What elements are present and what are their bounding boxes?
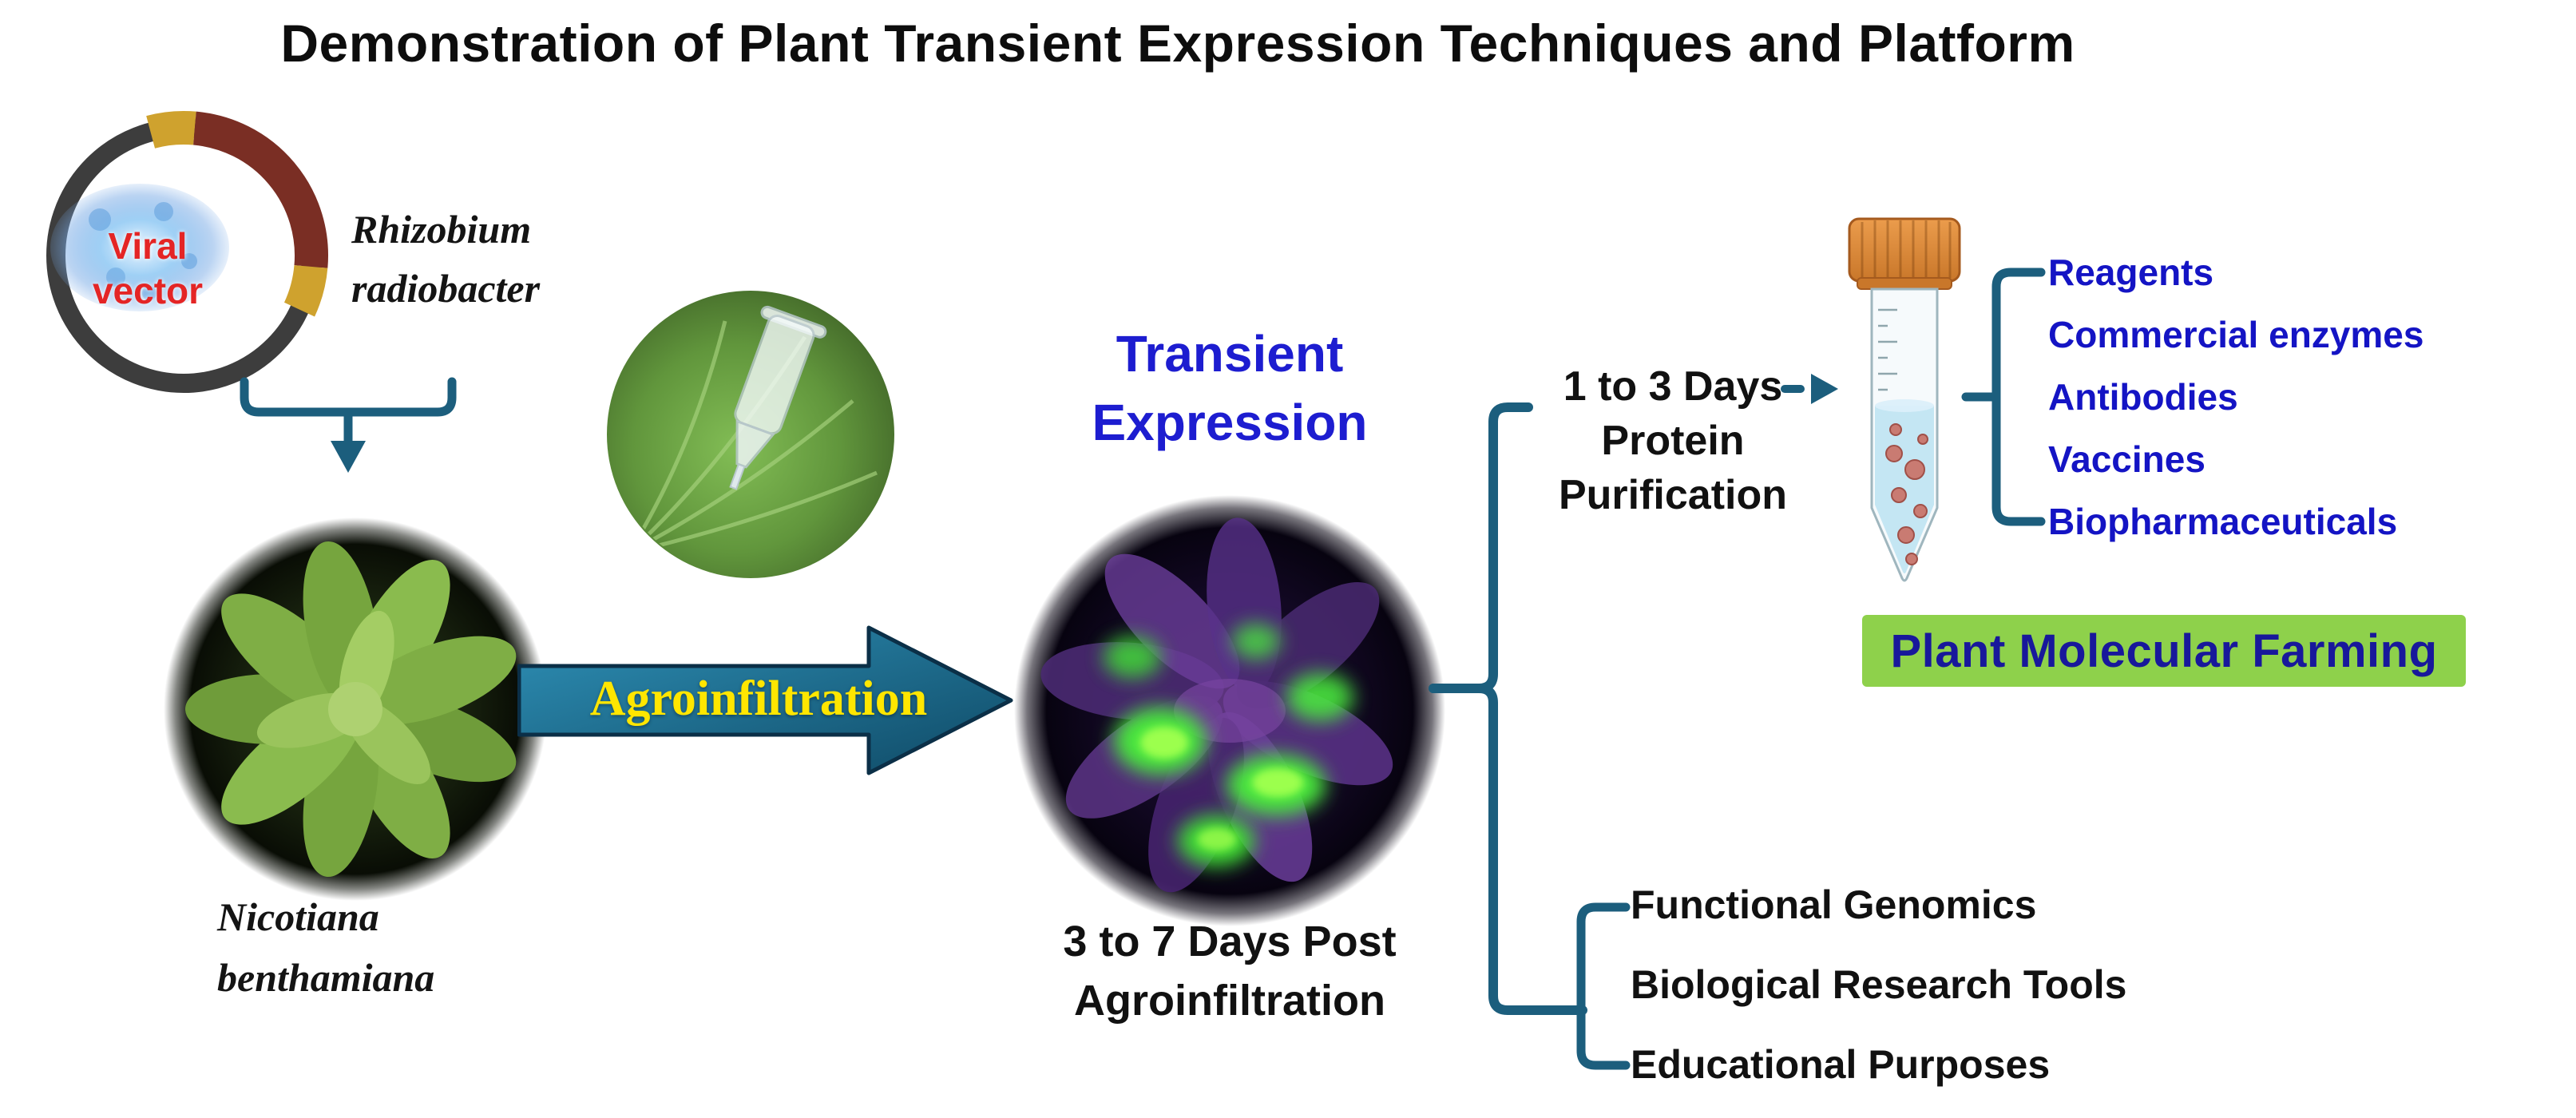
list-item-biopharmaceuticals: Biopharmaceuticals [2048,501,2398,542]
purification-caption: 1 to 3 Days Protein Purification [1537,359,1809,522]
applications-list: Functional Genomics Biological Research … [1631,885,2126,1084]
purification-line1: 1 to 3 Days [1563,363,1783,410]
transient-expression-title: Transient Expression [1022,319,1437,457]
products-list: Reagents Commercial enzymes Antibodies V… [2048,254,2423,540]
viral-vector-label-line1: Viral [108,225,188,267]
agroinfiltration-label: Agroinfiltration [589,672,928,726]
fluorescent-gfp-plant-photo [1014,495,1445,926]
post-agroinfiltration-caption: 3 to 7 Days Post Agroinfiltration [1006,912,1453,1030]
viral-vector-label: Viral vector [48,224,248,313]
tube-cap [1848,217,1961,283]
diagram-title: Demonstration of Plant Transient Express… [280,14,2075,73]
bacterium-label-line1: Rhizobium [351,207,532,252]
host-plant-label: Nicotiana benthamiana [217,886,434,1008]
transient-expression-line2: Expression [1092,394,1368,451]
post-caption-line1: 3 to 7 Days Post [1063,918,1397,965]
nicotiana-plant-photo [164,517,547,901]
list-item-educational-purposes: Educational Purposes [1631,1042,2051,1087]
host-plant-label-line2: benthamiana [217,955,435,1000]
host-plant-label-line1: Nicotiana [217,894,379,939]
splitter-top-branch [1429,402,1533,693]
list-item-vaccines: Vaccines [2048,438,2205,480]
plasmid-insert-segment [192,111,328,268]
centrifuge-tube-icon [1848,217,1961,582]
tube-graduations [1878,308,1897,391]
syringe [729,305,827,490]
viral-vector-plasmid-icon [46,111,328,393]
dashed-arrowhead [1811,374,1838,404]
gfp-glow-spots [1104,624,1353,866]
plant-molecular-farming-banner: Plant Molecular Farming [1862,615,2466,687]
list-item-biological-research-tools: Biological Research Tools [1631,962,2127,1007]
leaf-syringe-infiltration-photo [607,291,894,578]
applications-bracket [1576,902,1631,1070]
plant-leaves [185,541,517,878]
bacterium-label: Rhizobium radiobacter [351,200,540,318]
list-item-antibodies: Antibodies [2048,376,2238,418]
splitter-bottom-branch [1429,684,1587,1015]
purification-line3: Purification [1558,472,1788,518]
plasmid-gold-segment [146,111,196,149]
agroinfiltration-arrow [517,625,1013,775]
plasmid-gold-segment-2 [283,264,328,317]
list-item-reagents: Reagents [2048,252,2214,293]
purification-line2: Protein [1601,418,1745,464]
list-item-commercial-enzymes: Commercial enzymes [2048,314,2424,355]
products-bracket [1991,268,2046,526]
down-arrowhead [331,441,366,473]
list-item-functional-genomics: Functional Genomics [1631,882,2037,927]
post-caption-line2: Agroinfiltration [1074,977,1385,1025]
cell-pellets [1885,423,1928,565]
viral-vector-label-line2: vector [92,270,204,311]
transient-expression-line1: Transient [1116,325,1344,383]
bacterium-label-line2: radiobacter [351,266,541,311]
